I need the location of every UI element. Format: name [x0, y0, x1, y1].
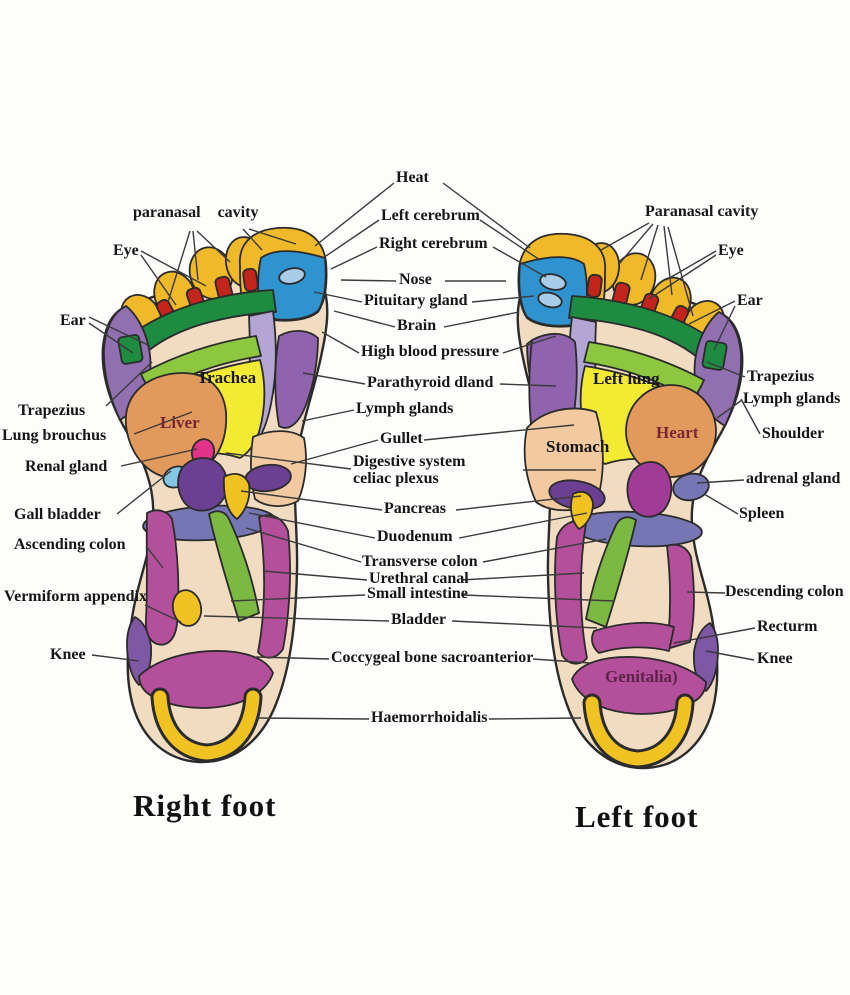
label-paranasal-right: Paranasal cavity: [645, 203, 759, 220]
zone-label-genitalia: Genitalia): [605, 667, 678, 686]
label-heat: Heat: [396, 169, 429, 186]
label-gullet: Gullet: [380, 430, 423, 447]
label-adrenal-gland: adrenal gland: [746, 470, 841, 487]
label-paranasal-left: paranasal cavity: [133, 204, 259, 221]
kidney-zone-left: [626, 461, 673, 518]
zone-label-liver: Liver: [160, 413, 200, 432]
label-celiac-plexus: celiac plexus: [353, 470, 439, 487]
adrenal-zone: [672, 472, 710, 502]
label-spleen: Spleen: [739, 505, 785, 522]
label-trapezius-left: Trapezius: [18, 402, 86, 419]
label-pituitary-gland: Pituitary gland: [364, 292, 468, 309]
label-ear-right: Ear: [737, 292, 763, 309]
label-rectum: Recturm: [757, 618, 818, 635]
zone-label-heart: Heart: [656, 423, 699, 442]
label-knee-right: Knee: [757, 650, 793, 667]
label-pancreas: Pancreas: [384, 500, 446, 517]
label-urethral-canal: Urethral canal: [369, 570, 469, 587]
zone-label-stomach: Stomach: [546, 437, 610, 456]
label-duodenum: Duodenum: [377, 528, 453, 545]
caption-left-foot: Left foot: [575, 799, 699, 834]
label-knee-left: Knee: [50, 646, 86, 663]
label-haemorrhoidalis: Haemorrhoidalis: [371, 709, 488, 726]
label-high-blood-pressure: High blood pressure: [361, 343, 500, 360]
label-lymph-glands-center: Lymph glands: [356, 400, 454, 417]
pancreas-yellow-left: [570, 490, 594, 530]
zone-label-left-lung: Left lung: [593, 369, 660, 388]
label-brain: Brain: [397, 317, 437, 334]
label-ascending-colon: Ascending colon: [14, 536, 126, 553]
rectum-zone: [591, 621, 675, 654]
right-foot-illustration: [103, 228, 328, 762]
label-coccygeal: Coccygeal bone sacroanterior: [331, 649, 534, 666]
label-left-cerebrum: Left cerebrum: [381, 207, 480, 224]
label-transverse-colon: Transverse colon: [362, 553, 478, 570]
label-nose: Nose: [399, 271, 432, 288]
kidney-zone: [177, 457, 229, 512]
label-parathyroid-gland: Parathyroid dland: [367, 374, 494, 391]
label-gall-bladder: Gall bladder: [14, 506, 101, 523]
pancreas-zone: [223, 473, 251, 520]
caption-right-foot: Right foot: [133, 788, 277, 823]
label-descending-colon: Descending colon: [725, 583, 844, 600]
descending-colon-zone: [666, 543, 695, 650]
label-small-intestine: Small intestine: [367, 585, 468, 602]
bladder-zone: [171, 589, 203, 627]
label-ear-left: Ear: [60, 312, 86, 329]
label-lymph-glands-right: Lymph glands: [743, 390, 841, 407]
label-renal-gland: Renal gland: [25, 458, 108, 475]
label-lung-bronchus: Lung brouchus: [2, 427, 107, 444]
label-eye-right: Eye: [718, 242, 744, 259]
label-digestive-system: Digestive system: [353, 453, 466, 470]
label-vermiform-appendix: Vermiform appendix: [4, 588, 147, 605]
zone-label-trachea: Trachea: [197, 368, 257, 387]
leader-lines: [88, 182, 761, 720]
left-foot-illustration: [518, 234, 743, 768]
label-bladder: Bladder: [391, 611, 447, 628]
label-trapezius-right: Trapezius: [747, 368, 815, 385]
label-shoulder: Shoulder: [762, 425, 825, 442]
ascending-colon-zone: [144, 509, 180, 646]
label-right-cerebrum: Right cerebrum: [379, 235, 488, 252]
heart-zone: [625, 384, 717, 478]
pituitary-zone-2: [537, 291, 563, 309]
label-eye-left: Eye: [113, 242, 139, 259]
